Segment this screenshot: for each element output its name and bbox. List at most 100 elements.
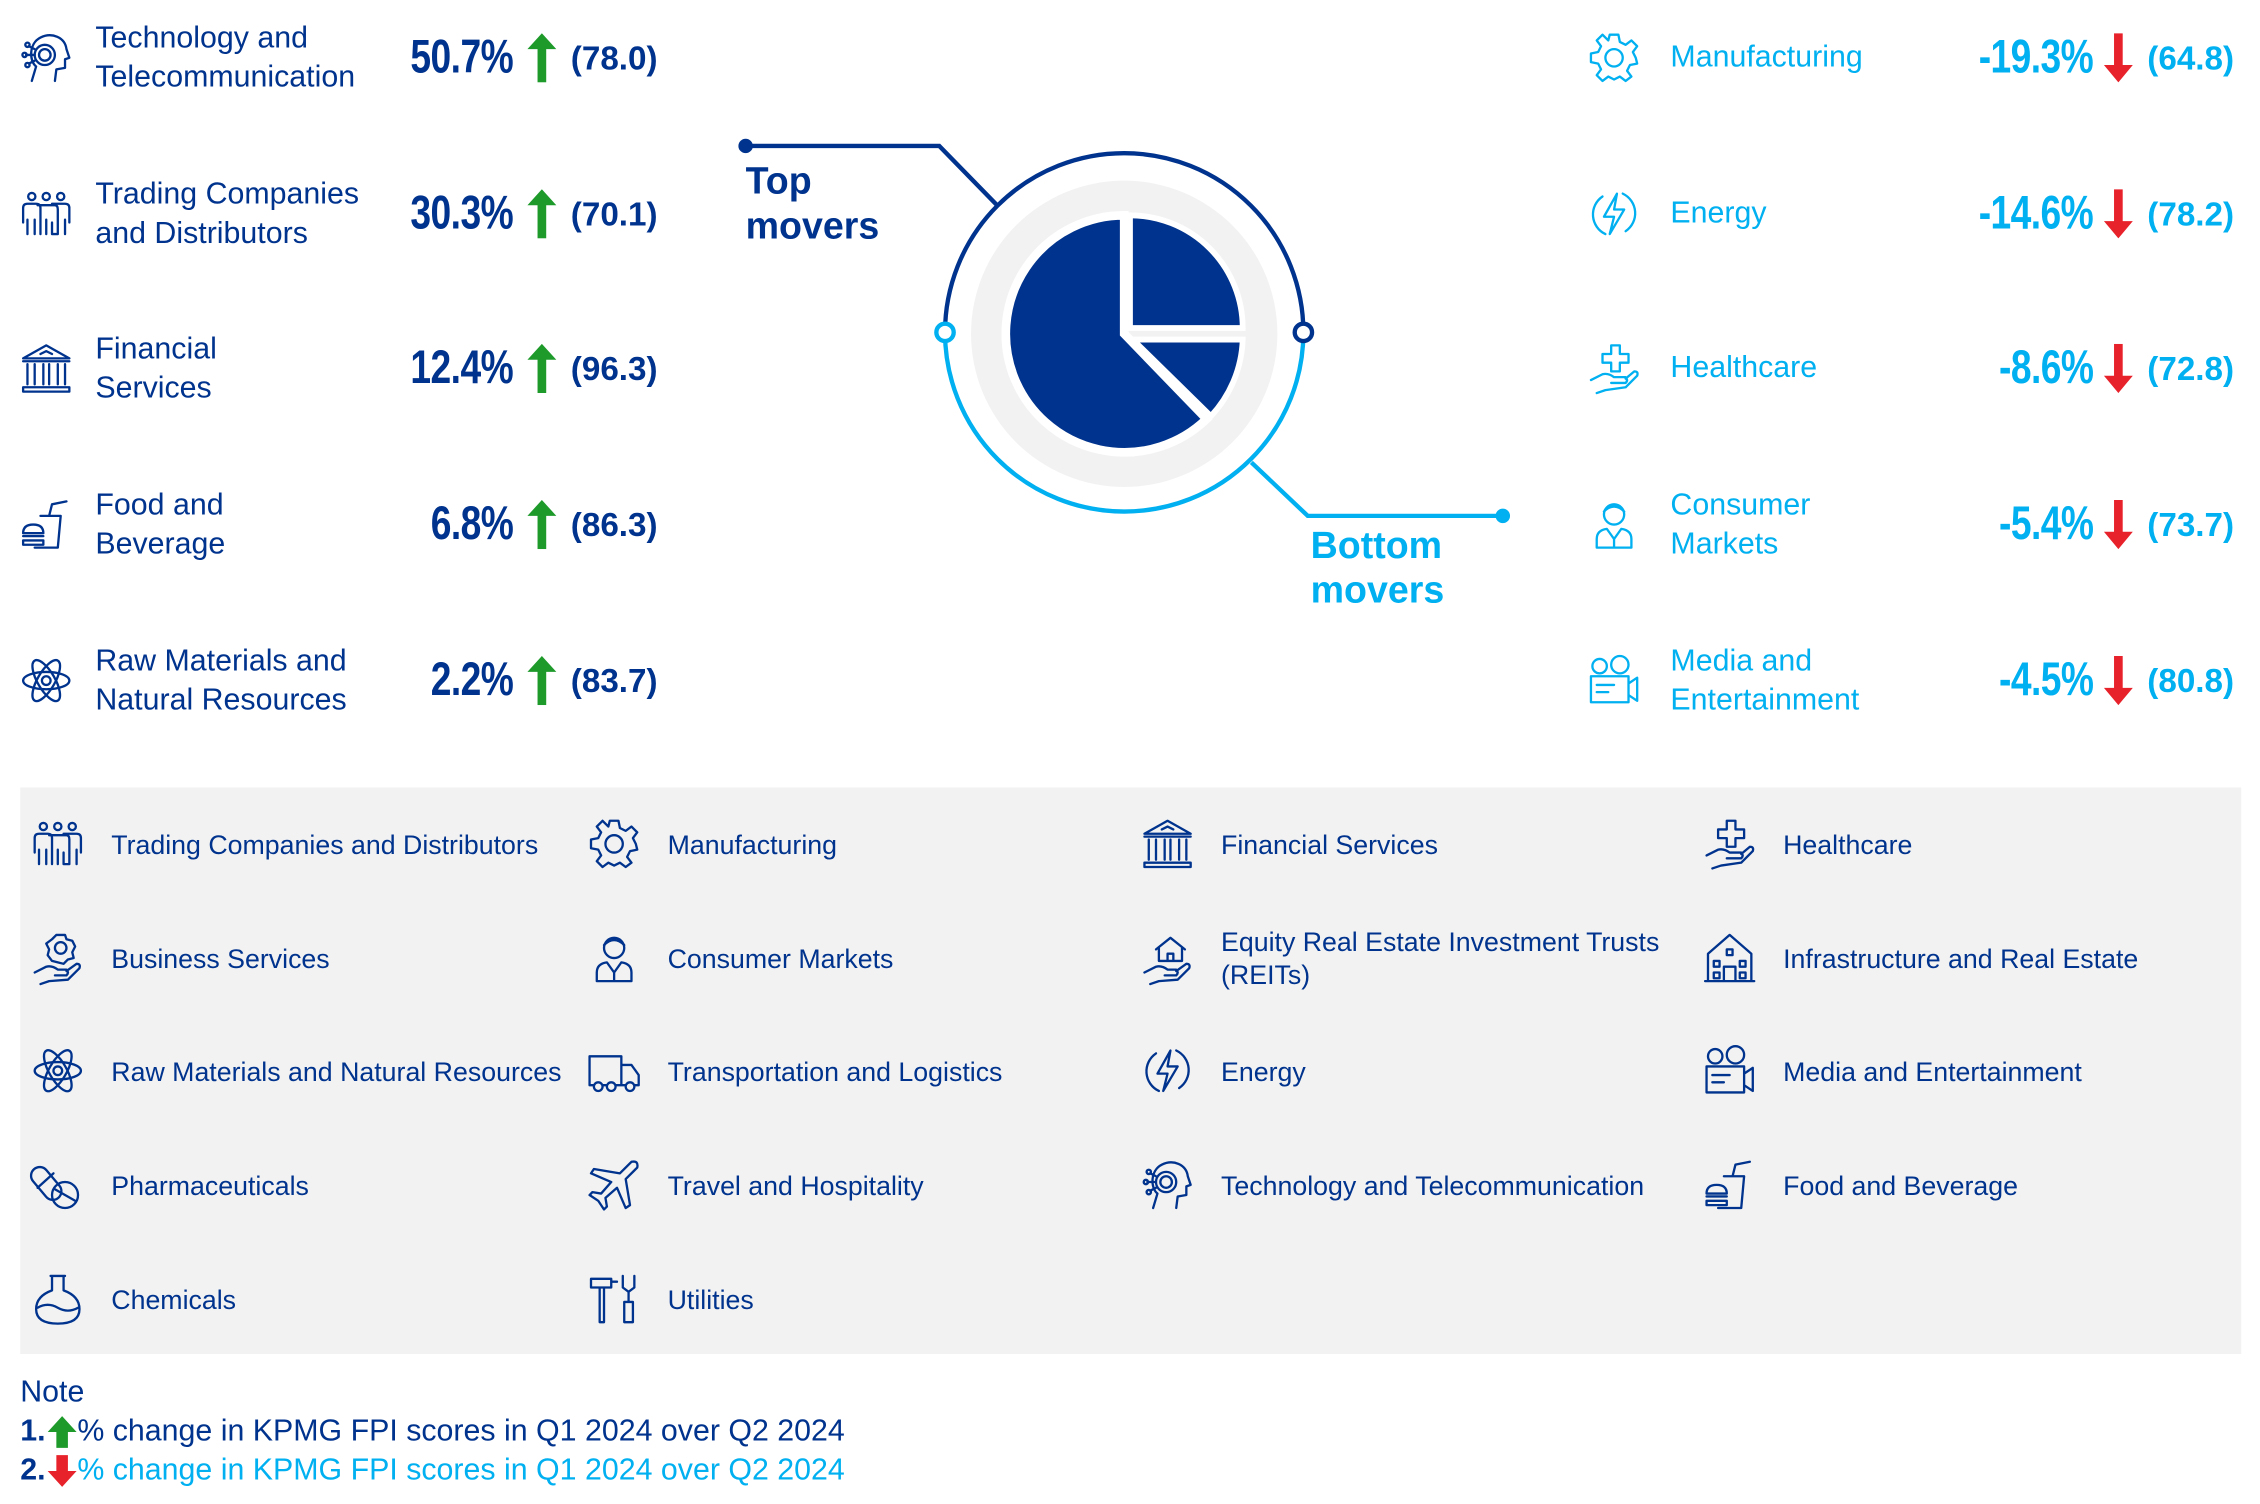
down-arrow-icon [2102, 499, 2134, 550]
top-movers-label-line2: movers [745, 203, 880, 248]
technology-icon [1139, 1156, 1197, 1214]
sector-label-line2: Entertainment [1670, 683, 1860, 717]
percent-change: -8.6% [1999, 339, 2094, 394]
legend-item: Transportation and Logistics [585, 1027, 1134, 1114]
up-arrow-icon [526, 499, 558, 550]
down-arrow-icon [2102, 343, 2134, 394]
legend-item: Consumer Markets [585, 915, 1134, 1002]
bottom-ring-arc [942, 332, 1306, 514]
mover-row: Healthcare -8.6% (72.8) [0, 325, 2260, 412]
down-arrow-icon [2102, 189, 2134, 239]
legend-label: Trading Companies and Distributors [111, 828, 539, 860]
sector-label-line1: Raw Materials and [95, 644, 347, 678]
pill-icon [29, 1156, 87, 1214]
healthcare-icon [1585, 340, 1643, 398]
sector-label-line1: Financial [95, 332, 217, 366]
down-arrow-icon [46, 1454, 76, 1487]
legend-label: Chemicals [111, 1283, 237, 1315]
energy-icon [1139, 1042, 1197, 1100]
percent-change: 30.3% [410, 184, 513, 239]
note-num: 2. [20, 1453, 46, 1487]
legend-item: Food and Beverage [1701, 1142, 2250, 1229]
sector-label-line1: Energy [1670, 196, 1767, 230]
fpi-score: (78.0) [570, 39, 658, 77]
gear-icon [1585, 29, 1643, 87]
energy-icon [1585, 185, 1643, 243]
legend-item: Media and Entertainment [1701, 1027, 2250, 1114]
people-group-icon [29, 815, 87, 873]
up-arrow-icon [46, 1415, 76, 1448]
sector-label: Healthcare [1670, 348, 1817, 387]
legend-label: Infrastructure and Real Estate [1783, 942, 2139, 974]
legend-label: Food and Beverage [1783, 1169, 2018, 1201]
fpi-score: (64.8) [2147, 39, 2235, 77]
atom-icon [29, 1042, 87, 1100]
percent-change: 12.4% [410, 339, 513, 394]
pie-slice-top-right [1127, 212, 1246, 331]
sector-label: Trading Companies and Distributors [95, 175, 359, 253]
atom-icon [17, 652, 75, 710]
note-item-down: 2. % change in KPMG FPI scores in Q1 202… [20, 1451, 845, 1490]
sector-label-line2: Beverage [95, 527, 226, 561]
note-text: % change in KPMG FPI scores in Q1 2024 o… [77, 1453, 845, 1487]
fpi-score: (86.3) [570, 505, 658, 544]
percent-change: -4.5% [1999, 651, 2094, 706]
consumer-icon [1585, 496, 1643, 554]
sector-label-line1: Technology and [95, 21, 308, 55]
people-group-icon [17, 185, 75, 243]
mover-row: Trading Companies and Distributors 30.3% (7… [0, 171, 2260, 258]
sector-label-line1: Manufacturing [1670, 40, 1863, 74]
business-icon [29, 929, 87, 987]
media-icon [1585, 652, 1643, 710]
top-movers-label: Top movers [746, 159, 880, 249]
consumer-icon [585, 929, 643, 987]
bottom-leader-dot [1495, 508, 1511, 524]
bank-icon [1139, 815, 1197, 873]
legend-item: Pharmaceuticals [29, 1142, 578, 1229]
up-arrow-icon [526, 656, 558, 706]
legend-label: Pharmaceuticals [111, 1169, 309, 1201]
flask-icon [29, 1270, 87, 1328]
ring-node-right [1292, 321, 1315, 344]
sector-label-line1: Consumer [1670, 488, 1811, 522]
legend-item: Trading Companies and Distributors [29, 801, 578, 888]
fpi-score: (70.1) [570, 195, 658, 233]
note-text: % change in KPMG FPI scores in Q1 2024 o… [77, 1414, 845, 1448]
gear-icon [585, 815, 643, 873]
note-section: Note 1. % change in KPMG FPI scores in Q… [20, 1373, 845, 1490]
bank-icon [17, 340, 75, 398]
sector-label-line2: Markets [1670, 527, 1779, 561]
percent-change: -14.6% [1979, 184, 2094, 239]
food-icon [17, 496, 75, 554]
fpi-score: (78.2) [2147, 195, 2235, 233]
movers-pie-graphic [738, 138, 1511, 524]
legend-label: Utilities [667, 1283, 754, 1315]
legend-label: Raw Materials and Natural Resources [111, 1055, 562, 1086]
up-arrow-icon [526, 189, 558, 239]
house-hand-icon [1139, 929, 1197, 987]
plane-icon [585, 1156, 643, 1214]
legend-label: Consumer Markets [667, 942, 894, 974]
sector-label-line2: and Distributors [95, 216, 308, 250]
food-icon [1701, 1156, 1759, 1214]
top-ring-arc [942, 151, 1306, 333]
up-arrow-icon [526, 33, 558, 83]
ring-node-left [934, 321, 956, 344]
top-leader-dot [738, 138, 753, 154]
top-movers-leader-line [745, 143, 999, 207]
fpi-score: (96.3) [570, 349, 658, 388]
truck-icon [585, 1042, 643, 1100]
sector-label-line2: Services [95, 371, 212, 405]
bottom-movers-label-line2: movers [1310, 567, 1445, 612]
fpi-score: (72.8) [2147, 349, 2235, 388]
sector-label-line1: Trading Companies [95, 177, 360, 211]
sector-label-line2: Natural Resources [95, 683, 347, 717]
